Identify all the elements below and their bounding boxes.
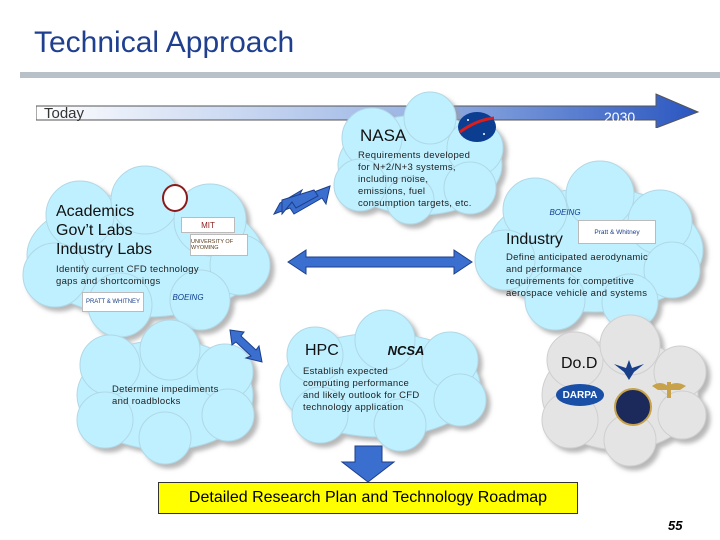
ncsa-logo: NCSA — [387, 342, 425, 358]
boeing-logo: BOEING — [172, 292, 204, 302]
page-number: 55 — [668, 518, 683, 533]
navy-seal-icon — [614, 388, 652, 426]
page-title: Technical Approach — [34, 26, 295, 59]
impediments-cloud — [76, 319, 255, 465]
arrow-academics-impediments — [229, 329, 263, 363]
hpc-cloud — [279, 309, 487, 452]
stanford-seal-icon — [162, 184, 188, 212]
roadmap-banner: Detailed Research Plan and Technology Ro… — [158, 482, 578, 514]
hpc-label: HPC — [305, 342, 339, 359]
nasa-logo-icon — [458, 112, 496, 142]
mit-logo: MIT — [181, 217, 235, 233]
pratt-whitney-logo: PRATT & WHITNEY — [82, 292, 144, 312]
title-divider — [20, 72, 720, 78]
air-force-emblem-icon — [614, 358, 644, 380]
dod-label: Do.D — [561, 355, 598, 372]
industry-label: Industry — [506, 231, 563, 248]
wyoming-logo: UNIVERSITY OF WYOMING — [190, 234, 248, 256]
arrow-nasa-to-academics — [272, 185, 331, 216]
arrow-industry-academics — [287, 249, 473, 275]
industry-cloud — [474, 160, 704, 331]
army-wings-icon — [652, 376, 686, 400]
arrow-hpc-to-banner — [340, 445, 396, 483]
industry-boeing-logo: BOEING — [549, 207, 581, 217]
timeline-start-label: Today — [44, 105, 85, 122]
timeline-end-label: 2030 — [604, 109, 636, 125]
nasa-cloud — [333, 91, 504, 225]
darpa-logo: DARPA — [556, 384, 604, 406]
nasa-label: NASA — [360, 126, 407, 145]
industry-pratt-whitney-logo: Pratt & Whitney — [578, 220, 656, 244]
